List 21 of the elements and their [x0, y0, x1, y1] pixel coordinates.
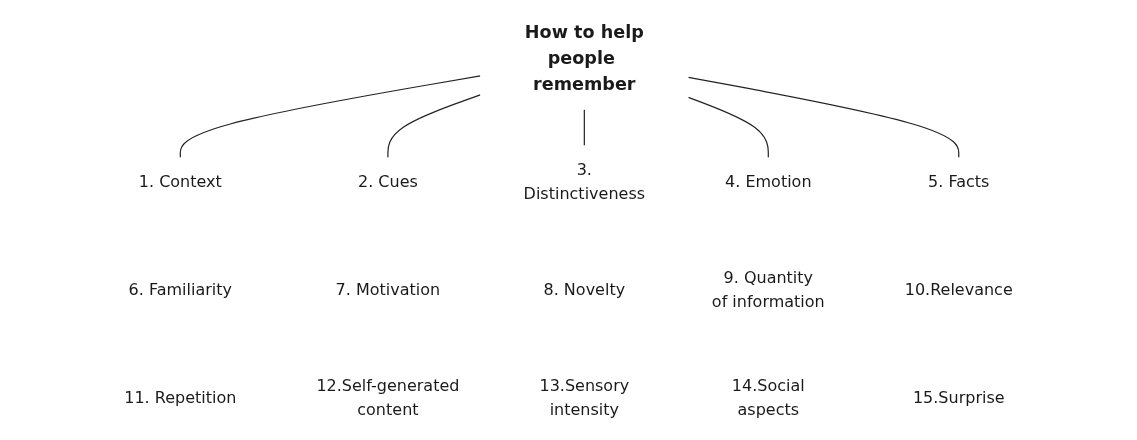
- node-text: 9. Quantity of information: [711, 268, 825, 312]
- node-text: 13.Sensory intensity: [539, 376, 630, 420]
- connector: [179, 75, 481, 159]
- node-text: 1. Context: [138, 172, 222, 192]
- node-text: 3. Distinctiveness: [523, 160, 646, 204]
- node-text: 12.Self-generated content: [316, 376, 460, 420]
- connector: [687, 96, 769, 159]
- node-text: 5. Facts: [928, 172, 990, 192]
- node-text: 14.Social aspects: [731, 376, 805, 420]
- connector: [583, 109, 585, 147]
- node-text: 10.Relevance: [904, 280, 1013, 300]
- connector: [387, 94, 481, 159]
- connector: [687, 76, 960, 159]
- node-text: 15.Surprise: [912, 388, 1005, 408]
- node-text: 4. Emotion: [725, 172, 812, 192]
- node-text: 2. Cues: [357, 172, 418, 192]
- node-text: 7. Motivation: [335, 280, 441, 300]
- node-text: How to help people remember: [524, 21, 644, 95]
- node-text: 11. Repetition: [124, 388, 237, 408]
- node-text: 6. Familiarity: [128, 280, 232, 300]
- node-text: 8. Novelty: [543, 280, 626, 300]
